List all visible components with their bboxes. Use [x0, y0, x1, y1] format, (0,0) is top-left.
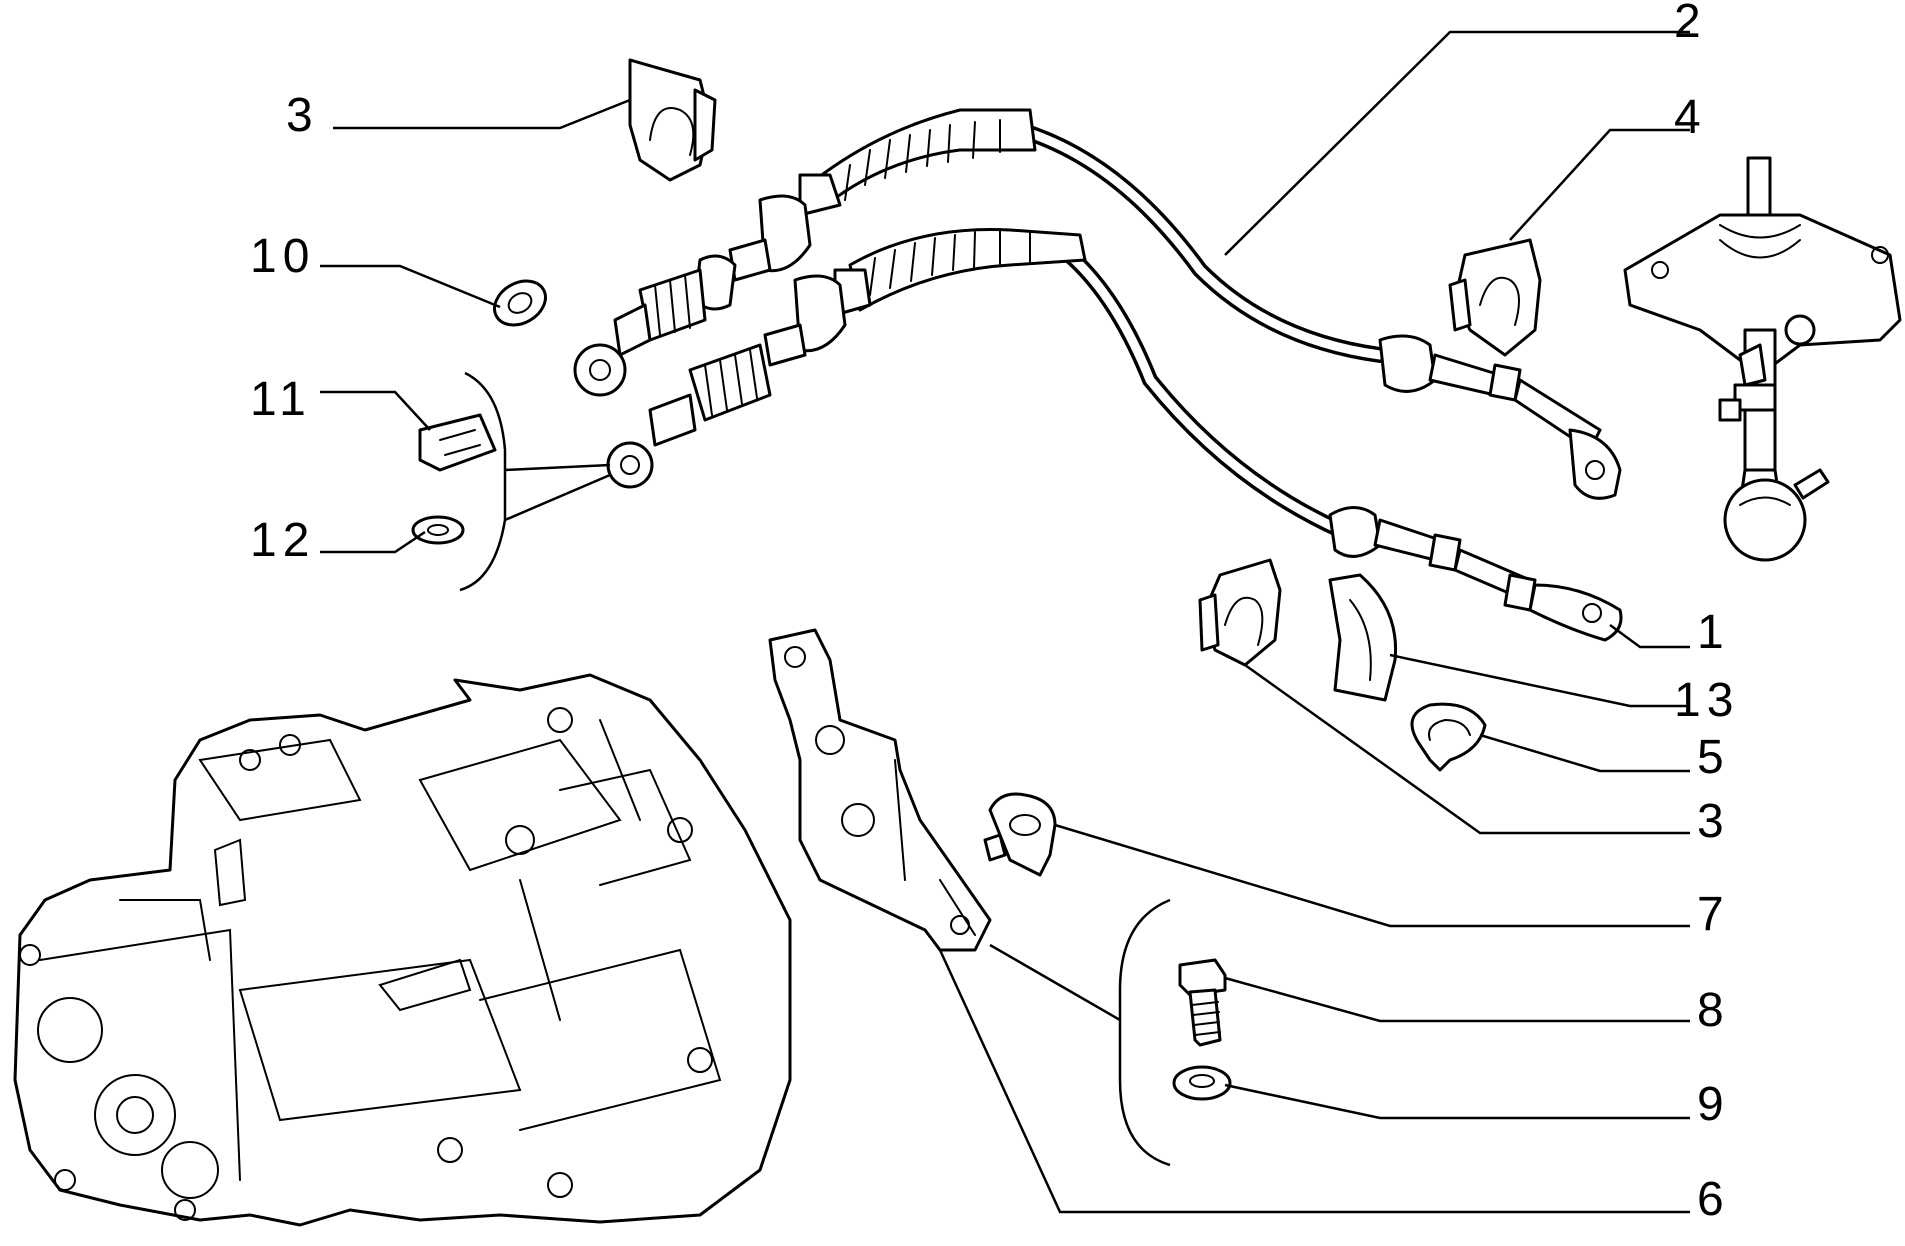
callout-10: 10	[250, 230, 315, 283]
callout-1: 1	[1697, 606, 1730, 659]
washer-9	[1172, 1065, 1232, 1101]
bolt-8	[1178, 958, 1227, 1047]
spring-clip-13	[1328, 573, 1398, 702]
bracket-6	[768, 628, 992, 952]
callout-8: 8	[1697, 984, 1730, 1037]
callout-12: 12	[250, 514, 315, 567]
cable-upper	[573, 108, 1622, 500]
callout-4: 4	[1674, 91, 1707, 144]
callout-6: 6	[1697, 1173, 1730, 1226]
washer-12	[411, 515, 465, 545]
callout-11: 11	[250, 373, 312, 426]
circlip-5	[1410, 702, 1487, 772]
bush-10	[493, 279, 547, 327]
gearbox-housing	[13, 673, 792, 1227]
cable-lower	[606, 227, 1623, 642]
group-bracket-left	[459, 371, 507, 592]
callout-3-top: 3	[286, 89, 319, 142]
callout-9: 9	[1697, 1078, 1730, 1131]
leader-lines	[320, 30, 1690, 1214]
shift-lever-assembly	[1623, 156, 1902, 562]
callout-5: 5	[1697, 731, 1730, 784]
cable-clamp-7	[983, 792, 1057, 877]
retaining-clip-4	[1448, 238, 1542, 357]
retaining-clip-3-top	[628, 58, 717, 182]
callout-3-right: 3	[1697, 795, 1730, 848]
group-bracket-right	[1118, 898, 1171, 1167]
clip-11	[418, 413, 497, 472]
callout-13: 13	[1674, 674, 1739, 727]
retaining-clip-3-right	[1198, 558, 1282, 667]
callout-7: 7	[1697, 888, 1730, 941]
callout-2: 2	[1674, 0, 1707, 48]
